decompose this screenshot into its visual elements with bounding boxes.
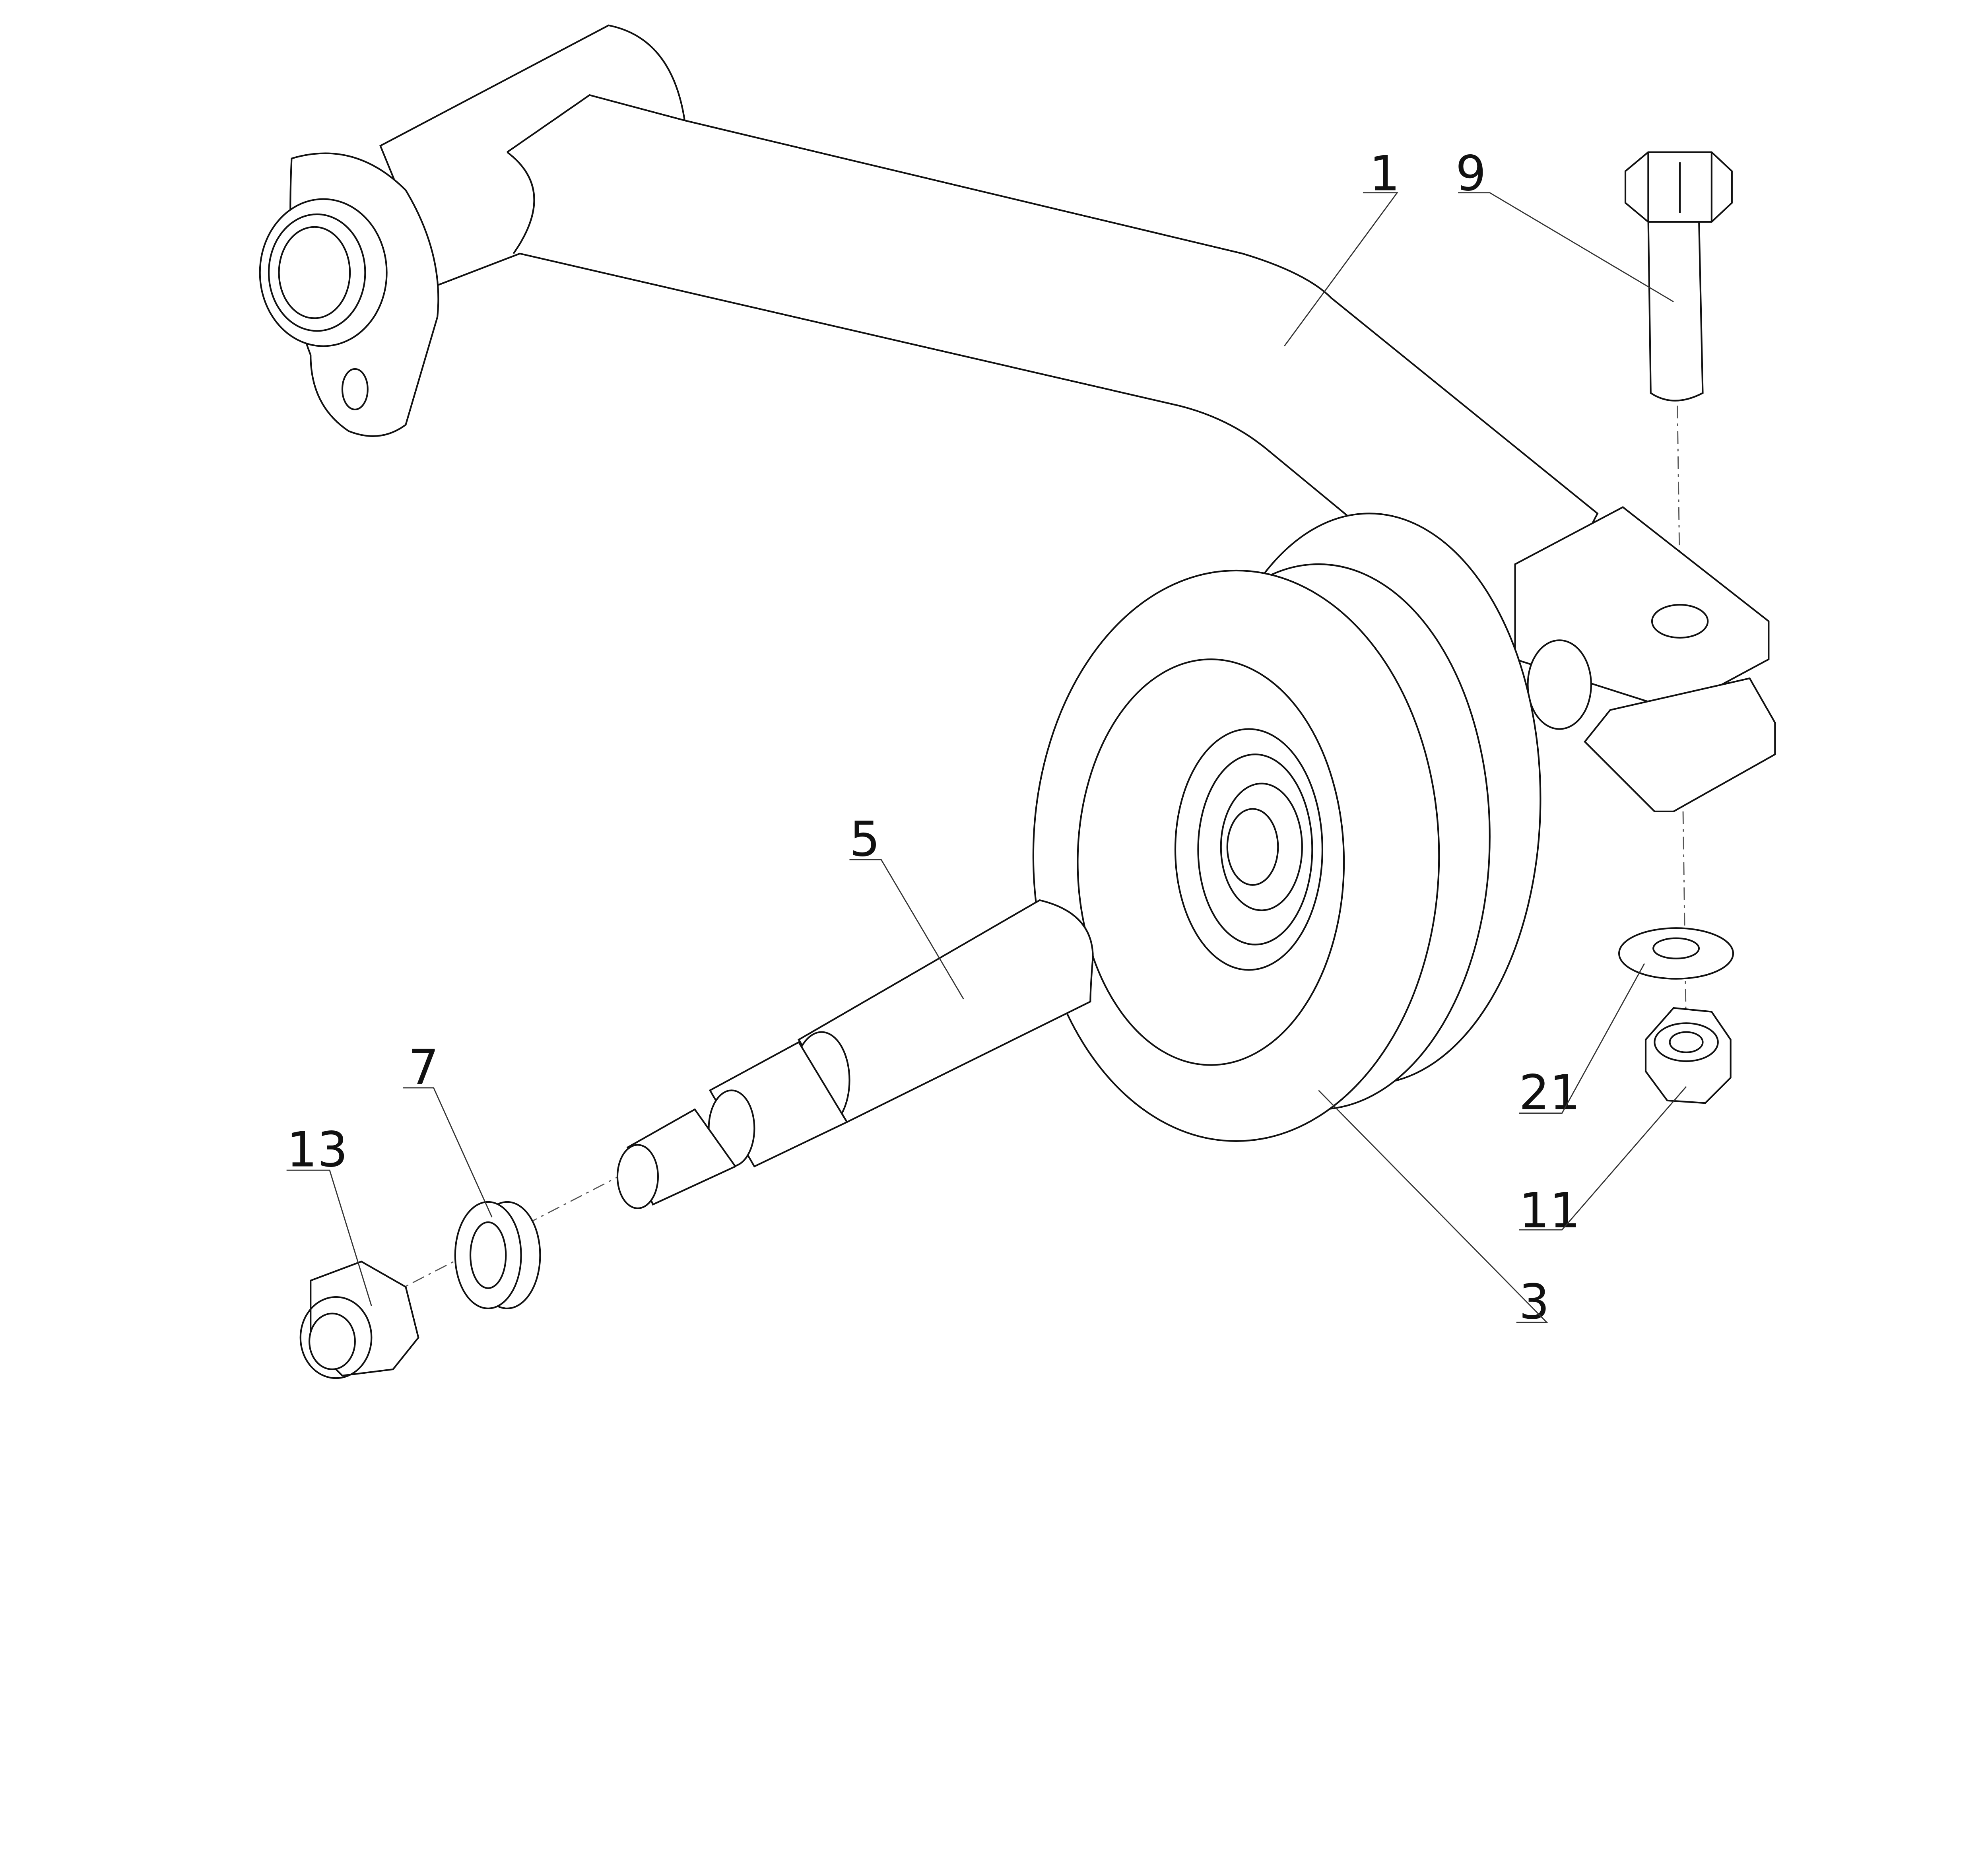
spacer-ring xyxy=(454,1201,541,1309)
washer xyxy=(1618,927,1734,980)
bolt-hole xyxy=(1651,604,1709,639)
exploded-diagram: 1 9 5 21 11 7 13 3 xyxy=(259,24,1776,1379)
callout-label: 11 xyxy=(1519,1183,1580,1239)
callout-9: 9 xyxy=(1456,146,1674,303)
callout-11: 11 xyxy=(1519,1086,1687,1239)
callout-13: 13 xyxy=(286,1122,372,1306)
bolt xyxy=(1624,151,1733,402)
callout-label: 3 xyxy=(1519,1274,1549,1330)
callout-label: 5 xyxy=(849,811,880,867)
lock-nut-large xyxy=(299,1260,419,1379)
callout-label: 9 xyxy=(1456,146,1486,202)
tensioner-arm xyxy=(259,24,1776,812)
callout-5: 5 xyxy=(849,811,964,1000)
callout-label: 7 xyxy=(408,1039,439,1095)
callout-label: 13 xyxy=(287,1122,348,1178)
callout-label: 21 xyxy=(1519,1065,1580,1121)
callout-7: 7 xyxy=(403,1039,493,1217)
bolt-axis-centerline xyxy=(1677,406,1687,1040)
callout-3: 3 xyxy=(1318,1090,1549,1330)
lock-nut-small xyxy=(1644,1007,1732,1104)
callout-21: 21 xyxy=(1519,963,1645,1121)
callout-1: 1 xyxy=(1284,146,1400,347)
callout-label: 1 xyxy=(1369,146,1400,202)
shaft xyxy=(616,899,1094,1209)
pulley xyxy=(1032,513,1541,1142)
